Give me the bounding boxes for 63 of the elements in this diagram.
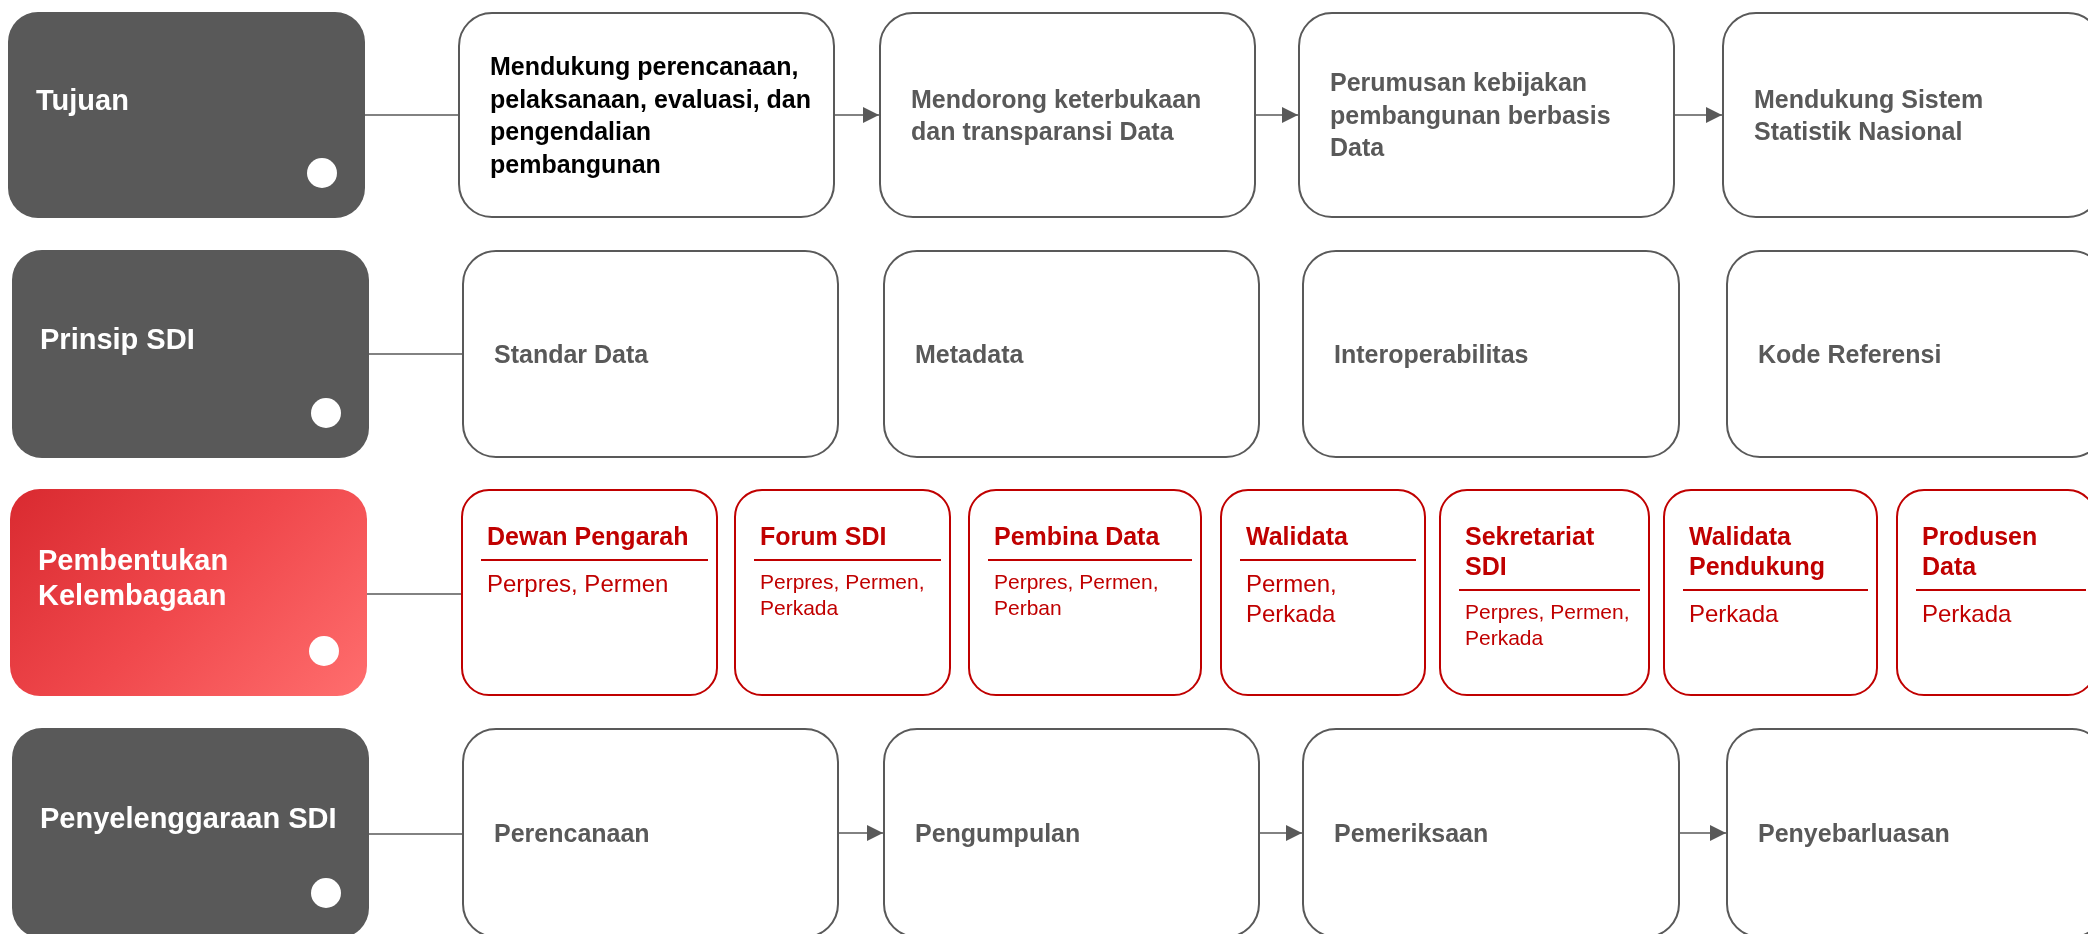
institution-name: Walidata Pendukung — [1683, 521, 1868, 591]
institution-name: Walidata — [1240, 521, 1416, 561]
connector-line — [364, 114, 459, 116]
category-label: Tujuan — [36, 82, 129, 118]
regulation-text: Perpres, Permen, Perkada — [1464, 599, 1631, 652]
institution-card — [1896, 489, 2088, 696]
chevron-arrow — [838, 825, 884, 841]
chevron-arrow — [1674, 107, 1723, 123]
item-card — [883, 728, 1260, 934]
item-text: Interoperabilitas — [1334, 338, 1529, 370]
item-text: Mendukung Sistem Statistik Nasional — [1754, 83, 1985, 147]
institution-name: Forum SDI — [754, 521, 941, 561]
institution-card — [461, 489, 718, 696]
institution-card — [1663, 489, 1878, 696]
item-text: Mendukung perencanaan, pelaksanaan, evaluasi, dan pengendalian pembangunan — [490, 51, 811, 180]
connector-line — [368, 833, 463, 835]
chevron-arrow — [1255, 107, 1299, 123]
item-card — [1302, 250, 1680, 458]
item-card — [1726, 250, 2088, 458]
item-card — [1302, 728, 1680, 934]
regulation-text: Perpres, Permen — [486, 569, 670, 599]
item-card — [462, 728, 839, 934]
item-card — [883, 250, 1260, 458]
item-text: Perencanaan — [494, 817, 650, 849]
institution-card — [1439, 489, 1650, 696]
chevron-arrow — [834, 107, 880, 123]
item-card — [1722, 12, 2088, 218]
regulation-text: Perpres, Permen, Perban — [993, 569, 1160, 622]
chevron-arrow — [1679, 825, 1727, 841]
category-label: Prinsip SDI — [40, 321, 195, 357]
item-text: Kode Referensi — [1758, 338, 1942, 370]
connector-line — [366, 593, 462, 595]
item-card — [879, 12, 1256, 218]
chevron-arrow — [1259, 825, 1303, 841]
item-card — [1298, 12, 1675, 218]
item-card — [458, 12, 835, 218]
item-card — [1726, 728, 2088, 934]
category-card — [12, 728, 369, 934]
category-card — [10, 489, 367, 696]
item-text: Metadata — [915, 338, 1024, 370]
regulation-text: Perpres, Permen, Perkada — [759, 569, 926, 622]
item-text: Pengumpulan — [915, 817, 1081, 849]
institution-name: Sekretariat SDI — [1459, 521, 1640, 591]
category-label: Pembentukan Kelembagaan — [38, 542, 230, 613]
connector-line — [368, 353, 463, 355]
item-text: Penyebarluasan — [1758, 817, 1950, 849]
institution-card — [968, 489, 1202, 696]
regulation-text: Perkada — [1688, 599, 1780, 629]
item-text: Mendorong keterbukaan dan transparansi Data — [911, 83, 1203, 147]
category-card — [8, 12, 365, 218]
regulation-text: Perkada — [1921, 599, 2013, 629]
item-card — [462, 250, 839, 458]
category-card — [12, 250, 369, 458]
institution-name: Produsen Data — [1916, 521, 2086, 591]
institution-name: Dewan Pengarah — [481, 521, 708, 561]
item-text: Perumusan kebijakan pembangunan berbasis Data — [1330, 67, 1612, 164]
regulation-text: Permen, Perkada — [1245, 569, 1338, 629]
item-text: Standar Data — [494, 338, 649, 370]
institution-card — [734, 489, 951, 696]
institution-name: Pembina Data — [988, 521, 1192, 561]
category-label: Penyelenggaraan SDI — [40, 800, 337, 836]
institution-card — [1220, 489, 1426, 696]
item-text: Pemeriksaan — [1334, 817, 1489, 849]
